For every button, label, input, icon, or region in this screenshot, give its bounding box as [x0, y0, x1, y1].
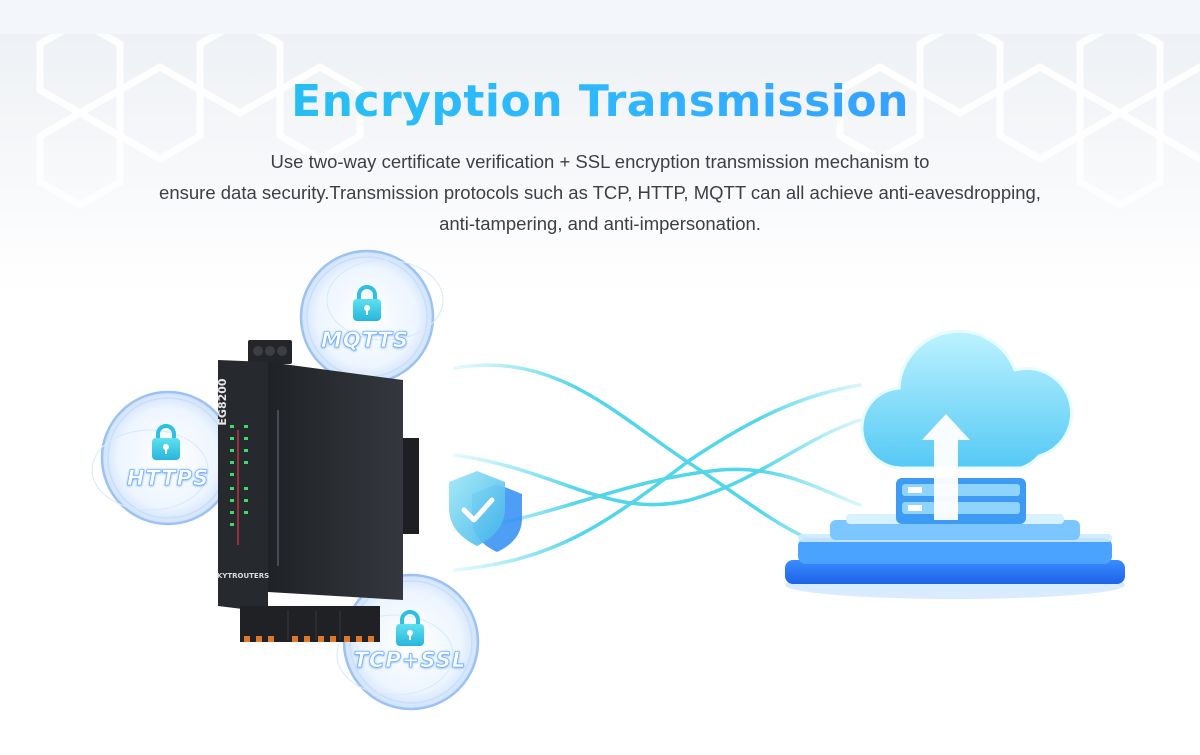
description-line-3: anti-tampering, and anti-impersonation. — [439, 213, 761, 234]
shield-check-icon — [449, 471, 522, 552]
data-waves — [453, 363, 862, 572]
device-model-label: EG8200 — [216, 378, 229, 426]
lock-icon — [396, 610, 424, 646]
top-band — [0, 0, 1200, 34]
device-brand-label: KYTROUTERS — [217, 572, 269, 580]
server-icon — [896, 478, 1026, 524]
description-line-2: ensure data security.Transmission protoc… — [159, 182, 1041, 203]
https-label: HTTPS — [126, 466, 210, 491]
gateway-device: EG8200 KYTROUTERS — [216, 340, 419, 642]
cloud-upload-icon — [860, 329, 1074, 520]
lock-icon — [353, 285, 381, 321]
tcp-ssl-label: TCP+SSL — [353, 648, 467, 673]
description: Use two-way certificate verification + S… — [90, 146, 1110, 239]
hexagon-background — [0, 34, 1200, 294]
lock-icon — [152, 424, 180, 460]
cloud-server-platform — [785, 478, 1125, 599]
mqtts-label: MQTTS — [320, 328, 410, 353]
description-line-1: Use two-way certificate verification + S… — [270, 151, 930, 172]
page-title: Encryption Transmission — [0, 76, 1200, 127]
